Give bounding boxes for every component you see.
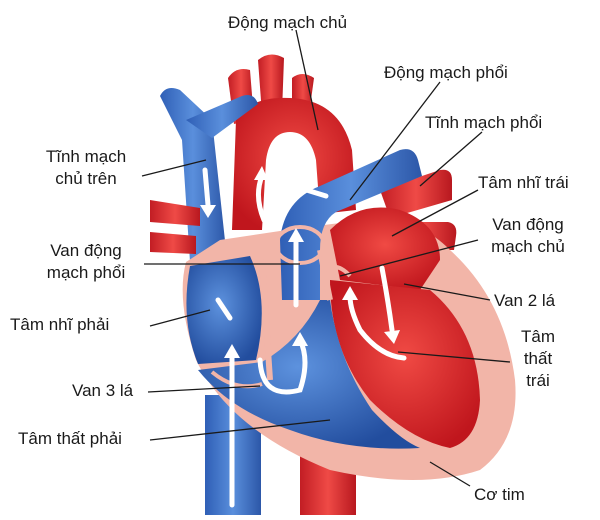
label-pulmonary-valve-line1: Van động [28, 240, 144, 262]
label-tricuspid-valve: Van 3 lá [72, 380, 133, 402]
label-pulmonary-valve-line2: mạch phổi [28, 262, 144, 284]
label-right-ventricle: Tâm thất phải [18, 428, 122, 450]
label-left-atrium: Tâm nhĩ trái [478, 172, 569, 194]
arrowhead-pulm-out [290, 182, 302, 196]
label-aortic-valve-line2: mạch chủ [478, 236, 578, 258]
label-pulmonary-vein: Tĩnh mạch phổi [425, 112, 542, 134]
label-aortic-valve-line1: Van động [478, 214, 578, 236]
label-left-ventricle-line3: trái [508, 370, 568, 392]
label-pulmonary-artery: Động mạch phổi [384, 62, 508, 84]
label-mitral-valve: Van 2 lá [494, 290, 555, 312]
arrow-svc-down [205, 170, 208, 205]
label-left-ventricle-line1: Tâm [508, 326, 568, 348]
label-pulmonary-valve: Van động mạch phổi [28, 240, 144, 284]
label-aorta: Động mạch chủ [228, 12, 347, 34]
label-svc-line1: Tĩnh mạch [28, 146, 144, 168]
label-svc-line2: chủ trên [28, 168, 144, 190]
label-right-atrium: Tâm nhĩ phải [10, 314, 109, 336]
label-aortic-valve: Van động mạch chủ [478, 214, 578, 258]
label-superior-vena-cava: Tĩnh mạch chủ trên [28, 146, 144, 190]
label-left-ventricle-line2: thất [508, 348, 568, 370]
label-left-ventricle: Tâm thất trái [508, 326, 568, 392]
label-myocardium: Cơ tim [474, 484, 525, 506]
